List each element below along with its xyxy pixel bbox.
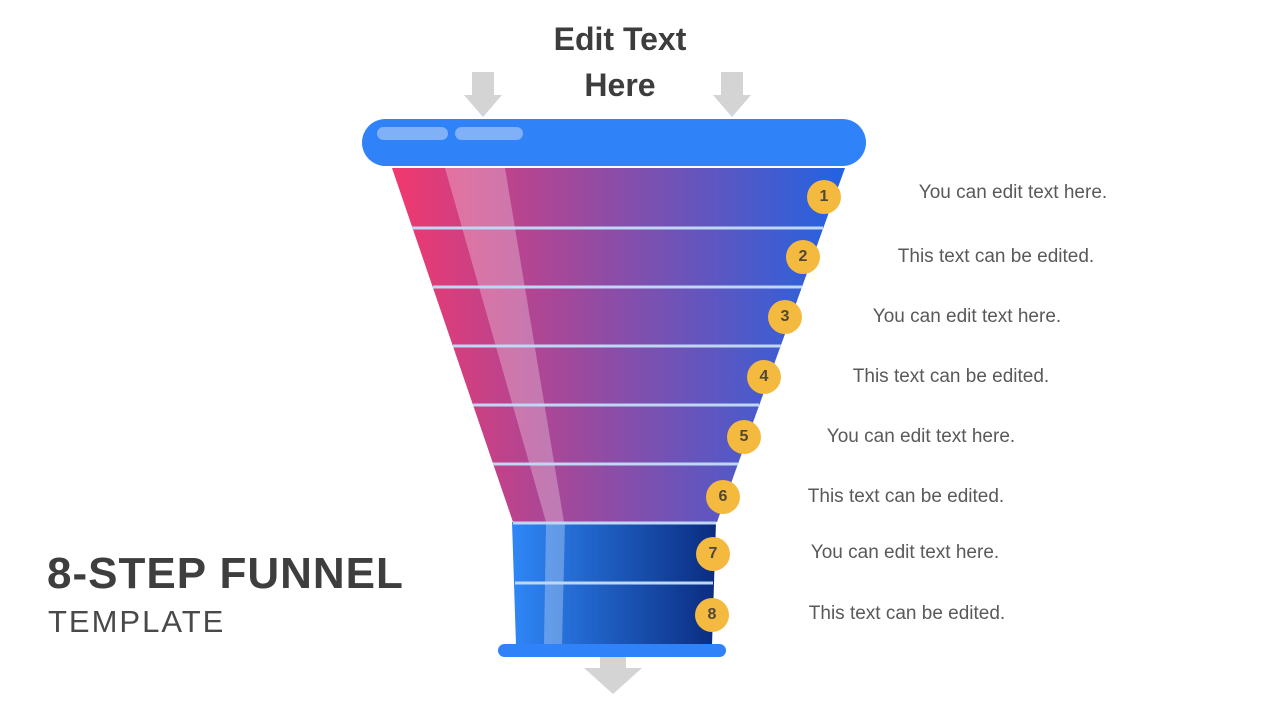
slide-subtitle: TEMPLATE — [48, 604, 226, 639]
funnel-rim — [362, 119, 866, 166]
step-7-label: You can edit text here. — [810, 542, 1000, 563]
down-arrow-bottom-icon — [584, 657, 642, 694]
step-5-label: You can edit text here. — [826, 426, 1016, 447]
step-8-number: 8 — [707, 606, 717, 623]
step-6-badge: 6 — [706, 480, 740, 514]
step-5-badge: 5 — [727, 420, 761, 454]
step-6-number: 6 — [718, 488, 728, 505]
step-3-badge: 3 — [768, 300, 802, 334]
top-placeholder-text: Edit Text Here — [470, 16, 770, 108]
step-2-badge: 2 — [786, 240, 820, 274]
step-7-number: 7 — [708, 545, 718, 562]
down-arrow-right-icon — [713, 72, 751, 117]
step-2-number: 2 — [798, 248, 808, 265]
step-5-number: 5 — [739, 428, 749, 445]
top-placeholder-line: Edit Text — [553, 21, 687, 57]
step-1-badge: 1 — [807, 180, 841, 214]
rim-highlight-pill — [455, 127, 523, 140]
step-2-label: This text can be edited. — [897, 246, 1095, 267]
step-3-number: 3 — [780, 308, 790, 325]
step-8-badge: 8 — [695, 598, 729, 632]
funnel-base-bar — [498, 644, 726, 657]
down-arrow-left-icon — [464, 72, 502, 117]
step-7-badge: 7 — [696, 537, 730, 571]
step-4-number: 4 — [759, 368, 769, 385]
top-placeholder-line: Here — [584, 67, 656, 103]
rim-highlight-pill — [377, 127, 448, 140]
step-4-badge: 4 — [747, 360, 781, 394]
step-6-label: This text can be edited. — [807, 486, 1005, 507]
step-1-number: 1 — [819, 188, 829, 205]
slide-title: 8-STEP FUNNEL — [47, 549, 404, 598]
step-8-label: This text can be edited. — [808, 603, 1006, 624]
step-3-label: You can edit text here. — [872, 306, 1062, 327]
step-4-label: This text can be edited. — [852, 366, 1050, 387]
step-1-label: You can edit text here. — [918, 182, 1108, 203]
